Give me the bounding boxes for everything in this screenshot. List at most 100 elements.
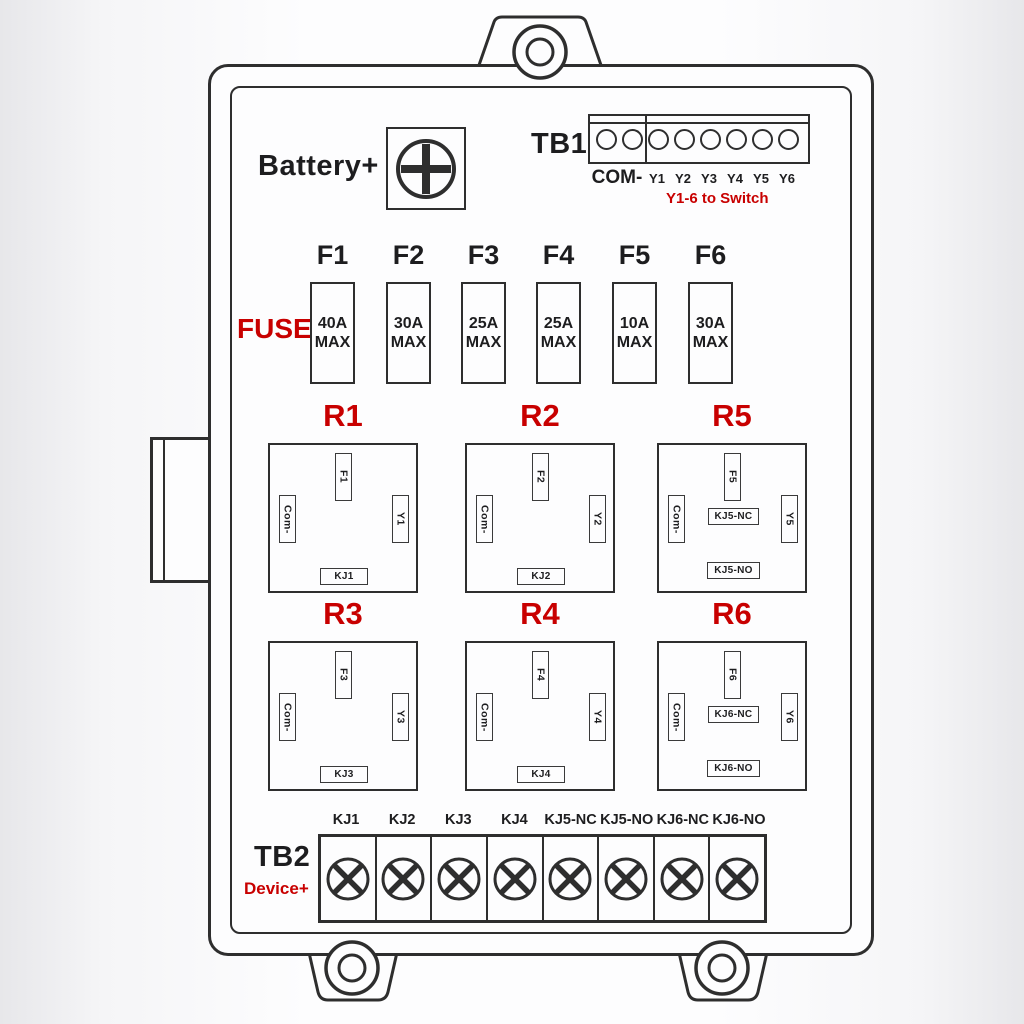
relay-body: F6 Com- Y6 KJ6-NC KJ6-NO — [657, 641, 807, 791]
relay-pin-coil: KJ1 — [320, 568, 368, 585]
fuse-rating: 30A — [393, 315, 424, 332]
terminal-hole-icon — [674, 129, 695, 150]
relay-pin-fuse: F5 — [724, 453, 741, 501]
tb2-terminal-label: KJ6-NO — [712, 812, 766, 828]
fuse-max-label: MAX — [540, 334, 577, 351]
fuse-name: F5 — [618, 240, 651, 270]
tb2-terminal-label: KJ2 — [388, 812, 416, 828]
fuse-name: F2 — [392, 240, 425, 270]
tb2-cell — [710, 837, 764, 920]
relay-pin-switch: Y6 — [781, 693, 798, 741]
fuse-max-label: MAX — [314, 334, 351, 351]
terminal-hole-icon — [596, 129, 617, 150]
fuse-max-label: MAX — [692, 334, 729, 351]
relay-pin-fuse: F3 — [335, 651, 352, 699]
fuse-f6: F6 30A MAX — [688, 242, 733, 384]
tb1-lip-line — [590, 122, 808, 124]
relay-pin-fuse: F1 — [335, 453, 352, 501]
tb2-terminal-block — [318, 834, 767, 923]
fuse-body: 25A MAX — [536, 282, 581, 384]
tb1-terminal-label: Y6 — [779, 171, 795, 186]
screw-cross-icon — [604, 857, 648, 900]
relay-body: F1 Com- Y1 KJ1 — [268, 443, 418, 593]
relay-pin-com: Com- — [668, 693, 685, 741]
fuse-f5: F5 10A MAX — [612, 242, 657, 384]
relay-r2: R2 F2 Com- Y2 KJ2 — [465, 400, 615, 593]
relay-body: F3 Com- Y3 KJ3 — [268, 641, 418, 791]
relay-pin-coil: KJ3 — [320, 766, 368, 783]
tb1-terminal-label: Y4 — [727, 171, 743, 186]
fuse-name: F3 — [467, 240, 500, 270]
screw-plus-icon — [396, 138, 456, 199]
fuse-body: 30A MAX — [386, 282, 431, 384]
relay-pin-switch: Y2 — [589, 495, 606, 543]
tb2-terminal-label: KJ6-NC — [656, 812, 709, 828]
screw-cross-icon — [715, 857, 759, 900]
tb2-cell — [321, 837, 377, 920]
fuse-rating: 40A — [317, 315, 348, 332]
battery-terminal — [386, 127, 466, 210]
relay-pin-com: Com- — [279, 495, 296, 543]
relay-r4: R4 F4 Com- Y4 KJ4 — [465, 598, 615, 791]
relay-pin-com: Com- — [279, 693, 296, 741]
tb2-terminal-label: KJ1 — [332, 812, 360, 828]
tb2-terminal-label: KJ4 — [501, 812, 528, 828]
fuse-f3: F3 25A MAX — [461, 242, 506, 384]
screw-cross-icon — [381, 857, 425, 900]
fuse-rating: 30A — [695, 315, 726, 332]
tb1-terminal-holes — [596, 129, 799, 150]
fuse-body: 25A MAX — [461, 282, 506, 384]
fuse-name: F6 — [694, 240, 727, 270]
tb2-terminal-label: KJ5-NO — [600, 812, 654, 828]
screw-cross-icon — [548, 857, 592, 900]
fuse-rating: 10A — [619, 315, 650, 332]
terminal-hole-icon — [648, 129, 669, 150]
relay-pin-no: KJ5-NO — [707, 562, 760, 579]
relay-pin-switch: Y1 — [392, 495, 409, 543]
relay-name: R2 — [520, 398, 560, 433]
fuse-rating: 25A — [468, 315, 499, 332]
screw-cross-icon — [326, 857, 370, 900]
tab-ridge-line — [163, 440, 165, 580]
tb1-label: TB1 — [531, 128, 588, 160]
mounting-hole-bottom-right-icon — [694, 940, 750, 996]
relay-pin-fuse: F6 — [724, 651, 741, 699]
relay-name: R5 — [712, 398, 752, 433]
fuse-section-label: FUSE — [237, 313, 312, 344]
relay-r6: R6 F6 Com- Y6 KJ6-NC KJ6-NO — [657, 598, 807, 791]
relay-body: F4 Com- Y4 KJ4 — [465, 641, 615, 791]
fuse-name: F1 — [316, 240, 349, 270]
screw-cross-icon — [437, 857, 481, 900]
relay-pin-nc: KJ6-NC — [708, 706, 759, 723]
tb2-device-label: Device+ — [244, 879, 309, 898]
tb2-cell — [488, 837, 544, 920]
tb2-cell — [544, 837, 600, 920]
tb1-terminal-block — [588, 114, 810, 164]
fuse-max-label: MAX — [390, 334, 427, 351]
battery-label: Battery+ — [258, 150, 379, 182]
relay-pin-com: Com- — [476, 693, 493, 741]
tb2-label: TB2 — [254, 841, 311, 873]
terminal-hole-icon — [778, 129, 799, 150]
tb1-terminal-label: Y2 — [675, 171, 691, 186]
terminal-hole-icon — [622, 129, 643, 150]
tb1-terminal-label: Y3 — [701, 171, 717, 186]
relay-pin-fuse: F4 — [532, 651, 549, 699]
relay-pin-switch: Y4 — [589, 693, 606, 741]
relay-pin-coil: KJ4 — [517, 766, 565, 783]
tb1-terminal-label: Y5 — [753, 171, 769, 186]
fuse-f4: F4 25A MAX — [536, 242, 581, 384]
fuse-f2: F2 30A MAX — [386, 242, 431, 384]
fuse-body: 40A MAX — [310, 282, 355, 384]
relay-name: R3 — [323, 596, 363, 631]
relay-r3: R3 F3 Com- Y3 KJ3 — [268, 598, 418, 791]
relay-pin-com: Com- — [476, 495, 493, 543]
screw-cross-icon — [660, 857, 704, 900]
relay-pin-com: Com- — [668, 495, 685, 543]
relay-pin-fuse: F2 — [532, 453, 549, 501]
relay-pin-switch: Y3 — [392, 693, 409, 741]
tb1-terminal-label: Y1 — [649, 171, 665, 186]
mounting-hole-bottom-left-icon — [324, 940, 380, 996]
tb1-note: Y1-6 to Switch — [666, 190, 769, 207]
